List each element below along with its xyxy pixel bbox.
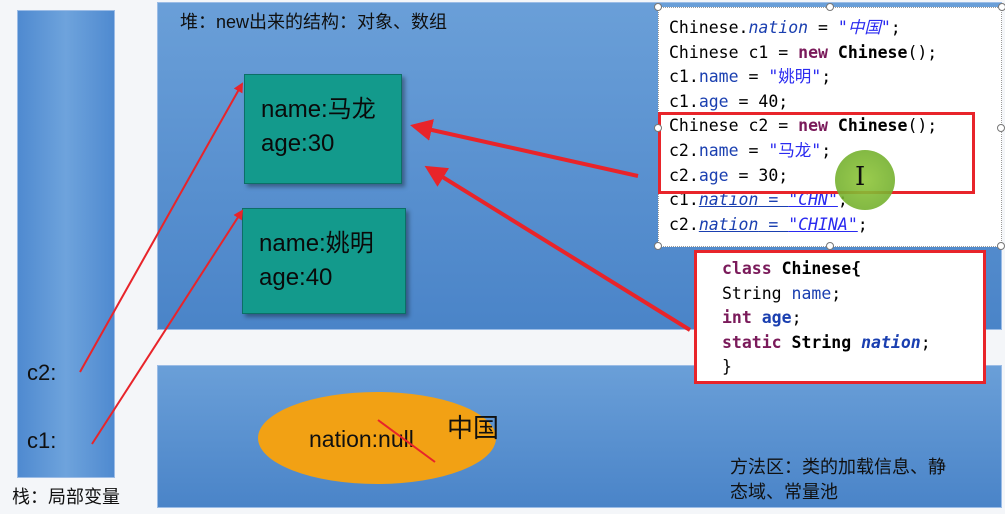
object-name-field: name:姚明 bbox=[259, 230, 374, 257]
resize-handle[interactable] bbox=[826, 3, 834, 11]
code-line: c1.name = "姚明"; bbox=[669, 67, 832, 87]
nation-new-value: 中国 bbox=[447, 413, 500, 443]
class-line: } bbox=[722, 357, 732, 377]
stack-area bbox=[17, 10, 115, 478]
resize-handle[interactable] bbox=[654, 124, 662, 132]
resize-handle[interactable] bbox=[826, 242, 834, 250]
heap-label: 堆：new出来的结构：对象、数组 bbox=[180, 12, 448, 32]
class-line: int age; bbox=[722, 308, 802, 328]
strike-through-null bbox=[377, 419, 436, 463]
arrow-code-to-object bbox=[410, 119, 639, 178]
code-line: c1.nation = "CHN"; bbox=[669, 190, 848, 210]
code-line: c2.name = "马龙"; bbox=[669, 140, 832, 160]
arrow-c1-to-object bbox=[91, 209, 244, 445]
arrow-class-to-object bbox=[424, 165, 692, 332]
object-age-field: age:30 bbox=[261, 130, 335, 157]
code-line: c1.age = 40; bbox=[669, 91, 789, 111]
code-line: Chinese c1 = new Chinese(); bbox=[669, 42, 938, 62]
method-area-label-2: 态域、常量池 bbox=[730, 482, 838, 502]
class-line: static String nation; bbox=[722, 332, 931, 352]
code-line: c2.age = 30; bbox=[669, 165, 789, 185]
class-definition: class Chinese{ String name; int age; sta… bbox=[694, 250, 986, 384]
stack-var-c1: c1: bbox=[27, 428, 57, 453]
arrow-c2-to-object bbox=[79, 82, 243, 373]
code-line: Chinese c2 = new Chinese(); bbox=[669, 116, 938, 136]
code-snippet: Chinese.nation = "中国"; Chinese c1 = new … bbox=[658, 7, 1002, 247]
resize-handle[interactable] bbox=[654, 242, 662, 250]
stack-var-c2: c2: bbox=[27, 360, 57, 385]
static-field-ellipse bbox=[258, 392, 496, 484]
stack-label: 栈：局部变量 bbox=[12, 487, 120, 507]
class-line: class Chinese{ bbox=[722, 259, 862, 278]
text-cursor-icon: I bbox=[855, 162, 866, 192]
nation-field: nation:null bbox=[309, 426, 414, 452]
resize-handle[interactable] bbox=[998, 3, 1005, 11]
cursor-highlight bbox=[835, 150, 895, 210]
heap-object-c1: name:姚明 age:40 bbox=[242, 208, 406, 314]
code-line: Chinese.nation = "中国"; bbox=[669, 18, 901, 37]
heap-object-c2: name:马龙 age:30 bbox=[244, 74, 402, 184]
code-line: c2.nation = "CHINA"; bbox=[669, 214, 868, 234]
object-name-field: name:马龙 bbox=[261, 96, 376, 123]
class-line: String name; bbox=[722, 283, 842, 303]
object-age-field: age:40 bbox=[259, 264, 333, 291]
resize-handle[interactable] bbox=[654, 3, 662, 11]
method-area-label-1: 方法区：类的加载信息、静 bbox=[730, 457, 946, 477]
code-highlight-box bbox=[658, 112, 975, 194]
